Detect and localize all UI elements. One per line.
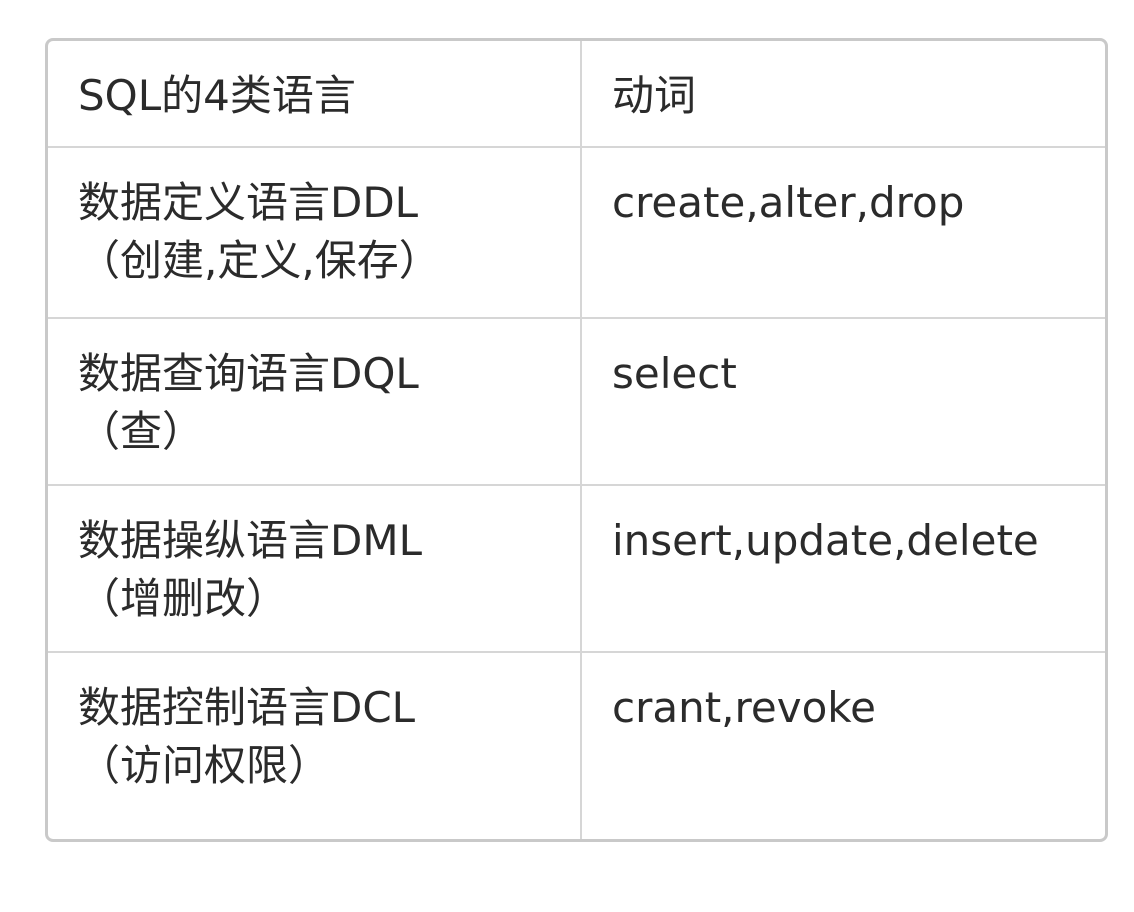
table-header-row: SQL的4类语言 动词 <box>48 41 1105 148</box>
cell-language-dml: 数据操纵语言DML （增删改） <box>48 485 582 653</box>
header-cell-verbs: 动词 <box>581 41 1105 148</box>
sql-languages-table: SQL的4类语言 动词 数据定义语言DDL （创建,定义,保存） create,… <box>45 38 1108 842</box>
table-row: 数据查询语言DQL （查） select <box>48 318 1105 486</box>
cell-language-dql: 数据查询语言DQL （查） <box>48 318 582 486</box>
cell-verbs-dml: insert,update,delete <box>581 485 1105 653</box>
cell-language-ddl: 数据定义语言DDL （创建,定义,保存） <box>48 147 582 319</box>
sql-languages-grid: SQL的4类语言 动词 数据定义语言DDL （创建,定义,保存） create,… <box>48 41 1105 839</box>
table-row: 数据定义语言DDL （创建,定义,保存） create,alter,drop <box>48 147 1105 319</box>
cell-verbs-dql: select <box>581 318 1105 486</box>
table-row: 数据操纵语言DML （增删改） insert,update,delete <box>48 485 1105 653</box>
header-cell-language: SQL的4类语言 <box>48 41 582 148</box>
cell-verbs-dcl: crant,revoke <box>612 683 876 732</box>
cell-language-dcl: 数据控制语言DCL （访问权限） <box>48 652 582 839</box>
cell-verbs-ddl: create,alter,drop <box>581 147 1105 319</box>
table-row: 数据控制语言DCL （访问权限） crant,revoke <box>48 652 1105 839</box>
